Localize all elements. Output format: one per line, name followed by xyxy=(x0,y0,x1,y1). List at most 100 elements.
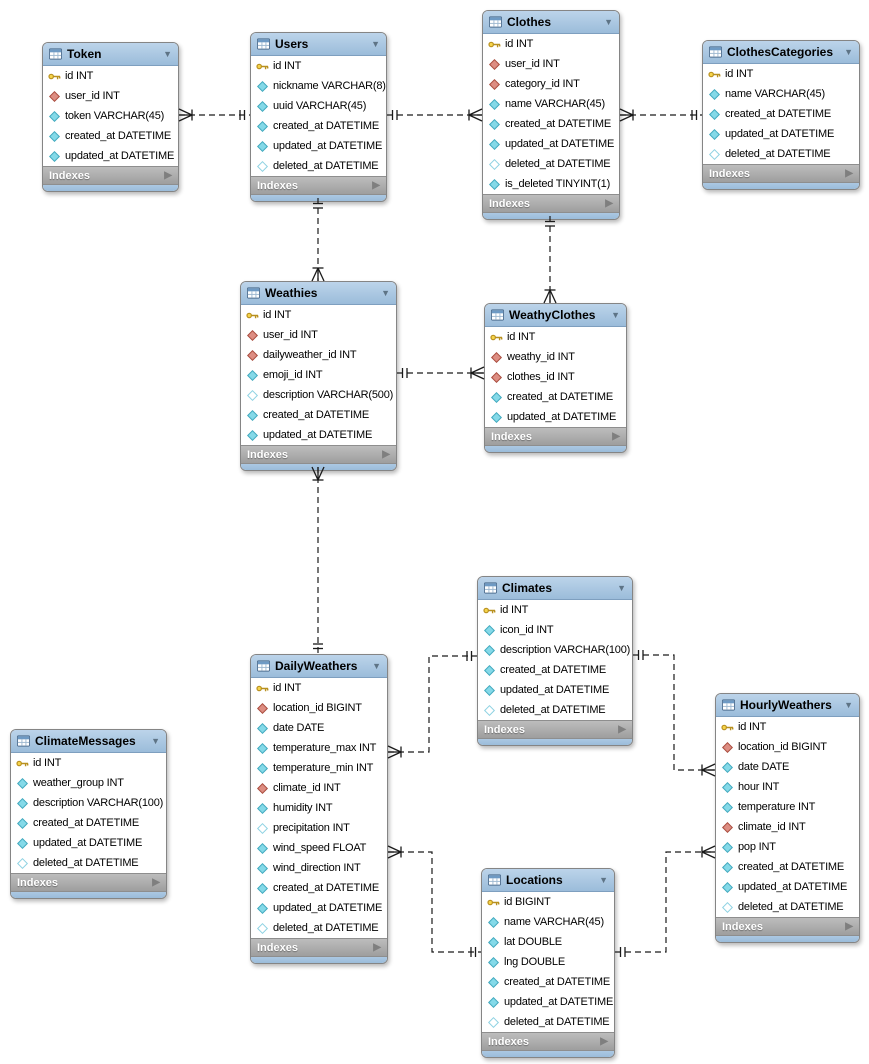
column-row: created_at DATETIME xyxy=(483,114,619,134)
collapse-arrow-icon[interactable]: ▼ xyxy=(599,874,608,885)
nullable-column-icon xyxy=(708,148,721,160)
collapse-arrow-icon[interactable]: ▼ xyxy=(611,309,620,320)
indexes-label: Indexes xyxy=(17,876,58,889)
table-icon xyxy=(489,16,502,28)
indexes-footer[interactable]: Indexes ▶ xyxy=(478,720,632,738)
column-row: user_id INT xyxy=(43,86,178,106)
expand-arrow-icon[interactable]: ▶ xyxy=(612,430,620,442)
collapse-arrow-icon[interactable]: ▼ xyxy=(617,582,626,593)
relationship-users-weathies[interactable] xyxy=(311,198,325,282)
table-icon xyxy=(491,309,504,321)
expand-arrow-icon[interactable]: ▶ xyxy=(845,920,853,932)
expand-arrow-icon[interactable]: ▶ xyxy=(845,167,853,179)
indexes-label: Indexes xyxy=(722,920,763,933)
expand-arrow-icon[interactable]: ▶ xyxy=(382,448,390,460)
column-icon xyxy=(490,391,503,403)
column-text: user_id INT xyxy=(263,329,318,341)
column-row: created_at DATETIME xyxy=(485,387,626,407)
column-text: name VARCHAR(45) xyxy=(725,88,825,100)
column-row: token VARCHAR(45) xyxy=(43,106,178,126)
relationship-dailyweathers-locations[interactable] xyxy=(387,845,481,957)
expand-arrow-icon[interactable]: ▶ xyxy=(373,941,381,953)
relationship-clothes-weathyclothes[interactable] xyxy=(543,216,557,304)
column-text: location_id BIGINT xyxy=(273,702,362,714)
column-row: id BIGINT xyxy=(482,892,614,912)
expand-arrow-icon[interactable]: ▶ xyxy=(618,723,626,735)
table-icon xyxy=(257,660,270,672)
indexes-footer[interactable]: Indexes ▶ xyxy=(11,873,166,891)
collapse-arrow-icon[interactable]: ▼ xyxy=(604,16,613,27)
relationship-weathies-dailyweathers[interactable] xyxy=(311,466,325,654)
collapse-arrow-icon[interactable]: ▼ xyxy=(844,46,853,57)
column-row: hour INT xyxy=(716,777,859,797)
relationship-clothes-clothescategories[interactable] xyxy=(619,108,702,122)
relationship-climates-hourlyweathers[interactable] xyxy=(633,650,716,777)
relationship-dailyweathers-climates[interactable] xyxy=(387,651,477,759)
column-icon xyxy=(256,842,269,854)
column-icon xyxy=(708,88,721,100)
expand-arrow-icon[interactable]: ▶ xyxy=(372,179,380,191)
column-text: name VARCHAR(45) xyxy=(505,98,605,110)
column-text: updated_at DATETIME xyxy=(33,837,143,849)
column-icon xyxy=(256,120,269,132)
indexes-label: Indexes xyxy=(484,723,525,736)
column-text: deleted_at DATETIME xyxy=(33,857,139,869)
collapse-arrow-icon[interactable]: ▼ xyxy=(844,699,853,710)
column-row: updated_at DATETIME xyxy=(483,134,619,154)
expand-arrow-icon[interactable]: ▶ xyxy=(600,1035,608,1047)
collapse-arrow-icon[interactable]: ▼ xyxy=(381,287,390,298)
column-text: created_at DATETIME xyxy=(263,409,370,421)
relationship-users-clothes[interactable] xyxy=(387,108,483,122)
indexes-footer[interactable]: Indexes ▶ xyxy=(43,166,178,184)
expand-arrow-icon[interactable]: ▶ xyxy=(164,169,172,181)
column-row: updated_at DATETIME xyxy=(485,407,626,427)
column-row: id INT xyxy=(251,678,387,698)
column-row: date DATE xyxy=(251,718,387,738)
table-title: Climates xyxy=(502,581,553,595)
relationship-token-users[interactable] xyxy=(178,108,250,122)
indexes-footer[interactable]: Indexes ▶ xyxy=(485,427,626,445)
column-text: humidity INT xyxy=(273,802,333,814)
column-text: deleted_at DATETIME xyxy=(505,158,611,170)
collapse-arrow-icon[interactable]: ▼ xyxy=(163,48,172,59)
column-text: id BIGINT xyxy=(504,896,551,908)
indexes-footer[interactable]: Indexes ▶ xyxy=(251,176,386,194)
column-text: created_at DATETIME xyxy=(33,817,140,829)
column-text: is_deleted TINYINT(1) xyxy=(505,178,611,190)
expand-arrow-icon[interactable]: ▶ xyxy=(605,197,613,209)
column-text: updated_at DATETIME xyxy=(65,150,175,162)
indexes-footer[interactable]: Indexes ▶ xyxy=(482,1032,614,1050)
indexes-footer[interactable]: Indexes ▶ xyxy=(716,917,859,935)
collapse-arrow-icon[interactable]: ▼ xyxy=(151,735,160,746)
table-header: Users ▼ xyxy=(251,33,386,56)
indexes-footer[interactable]: Indexes ▶ xyxy=(703,164,859,182)
column-text: temperature INT xyxy=(738,801,816,813)
collapse-arrow-icon[interactable]: ▼ xyxy=(372,660,381,671)
relationship-weathies-weathyclothes[interactable] xyxy=(397,366,485,380)
table-title: Clothes xyxy=(507,15,552,29)
indexes-footer[interactable]: Indexes ▶ xyxy=(251,938,387,956)
column-row: temperature_min INT xyxy=(251,758,387,778)
collapse-arrow-icon[interactable]: ▼ xyxy=(371,38,380,49)
table-columns: id INT location_id BIGINT date DATE tempera… xyxy=(251,678,387,938)
indexes-footer[interactable]: Indexes ▶ xyxy=(241,445,396,463)
column-row: is_deleted TINYINT(1) xyxy=(483,174,619,194)
column-row: created_at DATETIME xyxy=(251,878,387,898)
column-text: id INT xyxy=(263,309,292,321)
table-header: Token ▼ xyxy=(43,43,178,66)
relationship-locations-hourlyweathers[interactable] xyxy=(615,845,716,957)
expand-arrow-icon[interactable]: ▶ xyxy=(152,876,160,888)
indexes-label: Indexes xyxy=(491,430,532,443)
indexes-footer[interactable]: Indexes ▶ xyxy=(483,194,619,212)
